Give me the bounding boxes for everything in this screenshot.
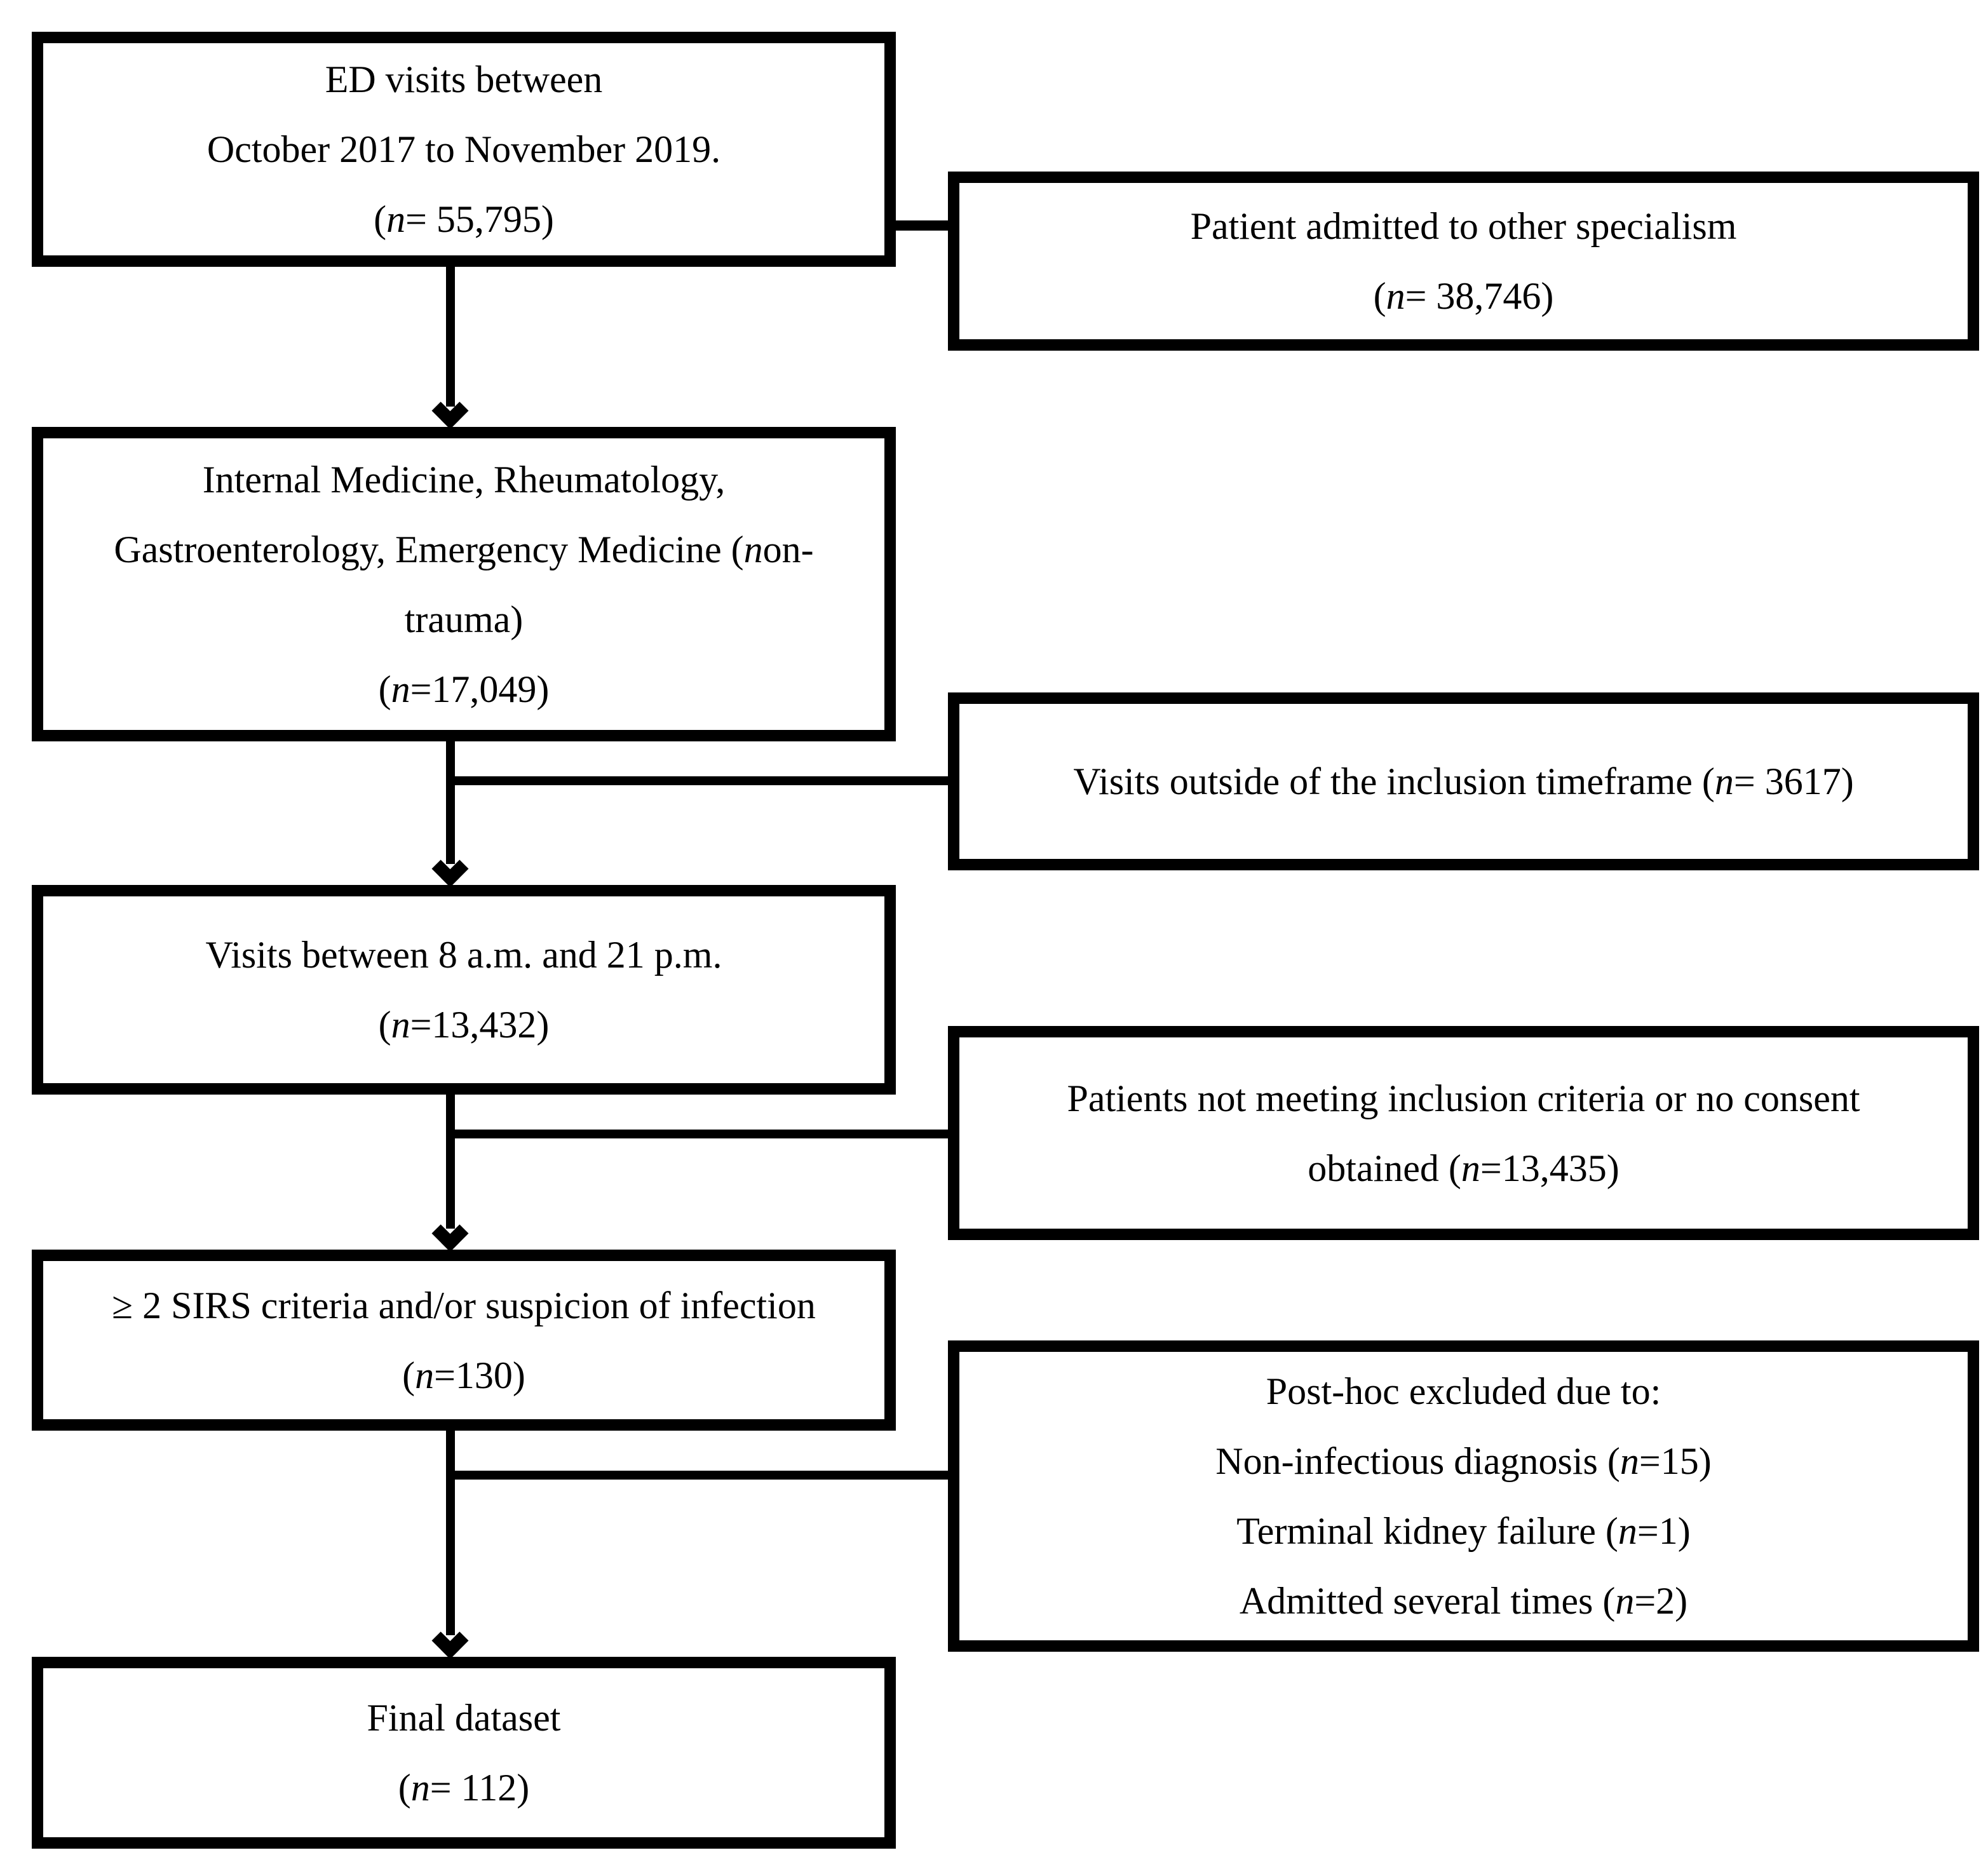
box-text-line: Admitted several times (n=2) bbox=[1239, 1580, 1688, 1622]
connector-line-2 bbox=[446, 736, 455, 864]
branch-line-1 bbox=[888, 220, 958, 231]
box-text-line: (n= 38,746) bbox=[1373, 275, 1554, 317]
box-excluded-outside-timeframe: Visits outside of the inclusion timefram… bbox=[948, 692, 1979, 870]
box-text-line: Internal Medicine, Rheumatology, bbox=[202, 458, 726, 501]
arrow-down-icon bbox=[431, 1215, 469, 1252]
box-sirs-criteria: ≥ 2 SIRS criteria and/or suspicion of in… bbox=[32, 1250, 896, 1431]
box-text-line: Visits between 8 a.m. and 21 p.m. bbox=[205, 934, 722, 976]
box-text-line: Gastroenterology, Emergency Medicine (no… bbox=[114, 528, 814, 570]
box-text-line: Final dataset bbox=[367, 1697, 561, 1739]
box-text-line: Visits outside of the inclusion timefram… bbox=[1073, 760, 1854, 802]
connector-line-4 bbox=[446, 1423, 455, 1635]
box-text-line: Terminal kidney failure (n=1) bbox=[1236, 1510, 1691, 1552]
box-text-line: Patient admitted to other specialism bbox=[1190, 205, 1737, 247]
box-excluded-other-specialism: Patient admitted to other specialism (n= … bbox=[948, 172, 1979, 351]
connector-line-1 bbox=[446, 262, 455, 407]
box-text-line: ≥ 2 SIRS criteria and/or suspicion of in… bbox=[112, 1284, 816, 1326]
box-excluded-criteria-consent: Patients not meeting inclusion criteria … bbox=[948, 1026, 1979, 1240]
box-text-line: trauma) bbox=[404, 598, 524, 640]
box-final-dataset: Final dataset (n= 112) bbox=[32, 1657, 896, 1849]
box-text-line: (n=130) bbox=[402, 1354, 525, 1396]
box-text-line: (n= 55,795) bbox=[374, 198, 554, 240]
arrow-down-icon bbox=[431, 1622, 469, 1659]
arrow-down-icon bbox=[431, 392, 469, 429]
branch-line-3 bbox=[450, 1130, 958, 1138]
arrow-down-icon bbox=[431, 850, 469, 887]
box-text-line: Non-infectious diagnosis (n=15) bbox=[1215, 1440, 1712, 1482]
box-included-specialties: Internal Medicine, Rheumatology, Gastroen… bbox=[32, 427, 896, 741]
branch-line-2 bbox=[450, 776, 958, 785]
box-excluded-posthoc: Post-hoc excluded due to: Non-infectious … bbox=[948, 1340, 1979, 1652]
box-text-line: (n= 112) bbox=[398, 1767, 530, 1809]
box-text-line: ED visits between bbox=[325, 58, 603, 100]
box-text-line: obtained (n=13,435) bbox=[1308, 1147, 1619, 1189]
branch-line-4 bbox=[450, 1471, 958, 1480]
box-text-line: Patients not meeting inclusion criteria … bbox=[1067, 1077, 1860, 1119]
box-visit-hours: Visits between 8 a.m. and 21 p.m. (n=13,4… bbox=[32, 885, 896, 1095]
connector-line-3 bbox=[446, 1086, 455, 1229]
box-text-line: (n=13,432) bbox=[378, 1004, 550, 1046]
box-text-line: October 2017 to November 2019. bbox=[206, 128, 721, 170]
box-text-line: Post-hoc excluded due to: bbox=[1266, 1370, 1661, 1412]
box-text-line: (n=17,049) bbox=[378, 668, 550, 710]
